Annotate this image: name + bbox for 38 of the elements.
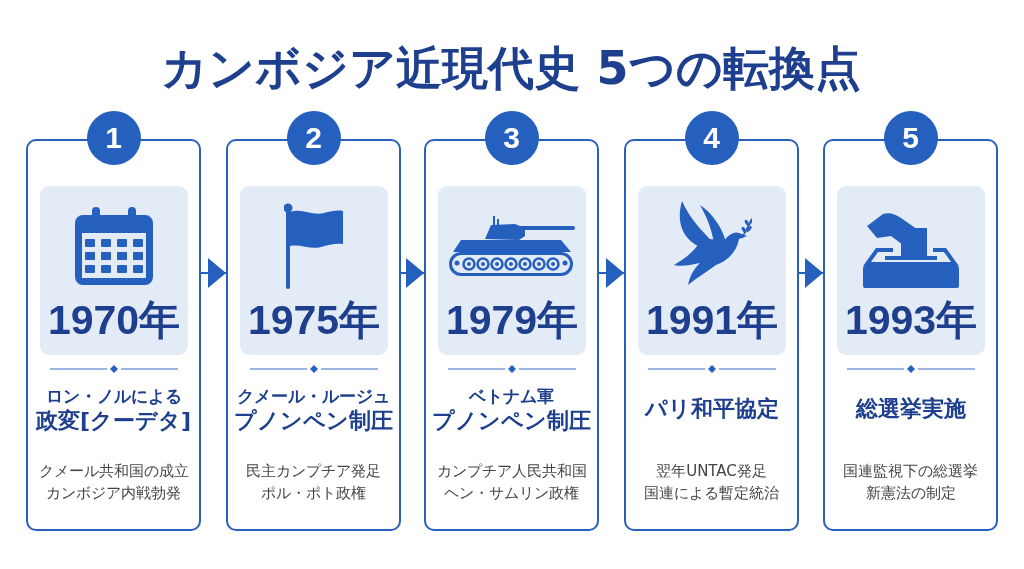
event-heading: プノンペン制圧 — [234, 408, 393, 434]
event-heading: 政変[クーデタ] — [35, 408, 192, 434]
year-label: 1991年 — [645, 297, 779, 343]
year-panel — [240, 186, 388, 355]
event-subheading: クメール・ルージュ — [237, 385, 390, 408]
year-panel — [40, 186, 188, 355]
year-panel — [837, 186, 985, 355]
event-description: 民主カンプチア発足 — [246, 461, 381, 482]
event-description: 翌年UNTAC発足 — [656, 461, 767, 482]
event-description: 国連監視下の総選挙 — [843, 461, 978, 482]
event-description: カンボジア内戦勃発 — [46, 483, 181, 504]
arrow — [598, 258, 625, 288]
event-heading: 総選挙実施 — [855, 396, 966, 422]
year-label: 1993年 — [844, 297, 978, 343]
step-number: 4 — [684, 111, 739, 165]
step-number: 2 — [286, 111, 341, 165]
year-panel — [438, 186, 586, 355]
year-label: 1975年 — [247, 297, 381, 343]
event-description: カンプチア人民共和国 — [436, 461, 587, 482]
title: カンボジア近現代史 5つの転換点 — [161, 41, 861, 95]
arrow — [400, 258, 425, 288]
event-description: クメール共和国の成立 — [38, 461, 189, 482]
arrow — [200, 258, 227, 288]
event-heading: プノンペン制圧 — [432, 408, 591, 434]
step-number: 1 — [86, 111, 141, 165]
event-description: ポル・ポト政権 — [261, 483, 366, 504]
year-label: 1979年 — [445, 297, 579, 343]
event-heading: パリ和平協定 — [644, 396, 779, 422]
year-panel — [638, 186, 786, 355]
event-description: 国連による暫定統治 — [644, 483, 779, 504]
arrow — [798, 258, 824, 288]
event-description: 新憲法の制定 — [865, 483, 956, 504]
year-label: 1970年 — [47, 297, 181, 343]
event-subheading: ベトナム軍 — [469, 385, 554, 408]
event-subheading: ロン・ノルによる — [45, 385, 182, 408]
step-number: 3 — [484, 111, 539, 165]
step-number: 5 — [883, 111, 938, 165]
event-description: ヘン・サムリン政権 — [444, 483, 579, 504]
